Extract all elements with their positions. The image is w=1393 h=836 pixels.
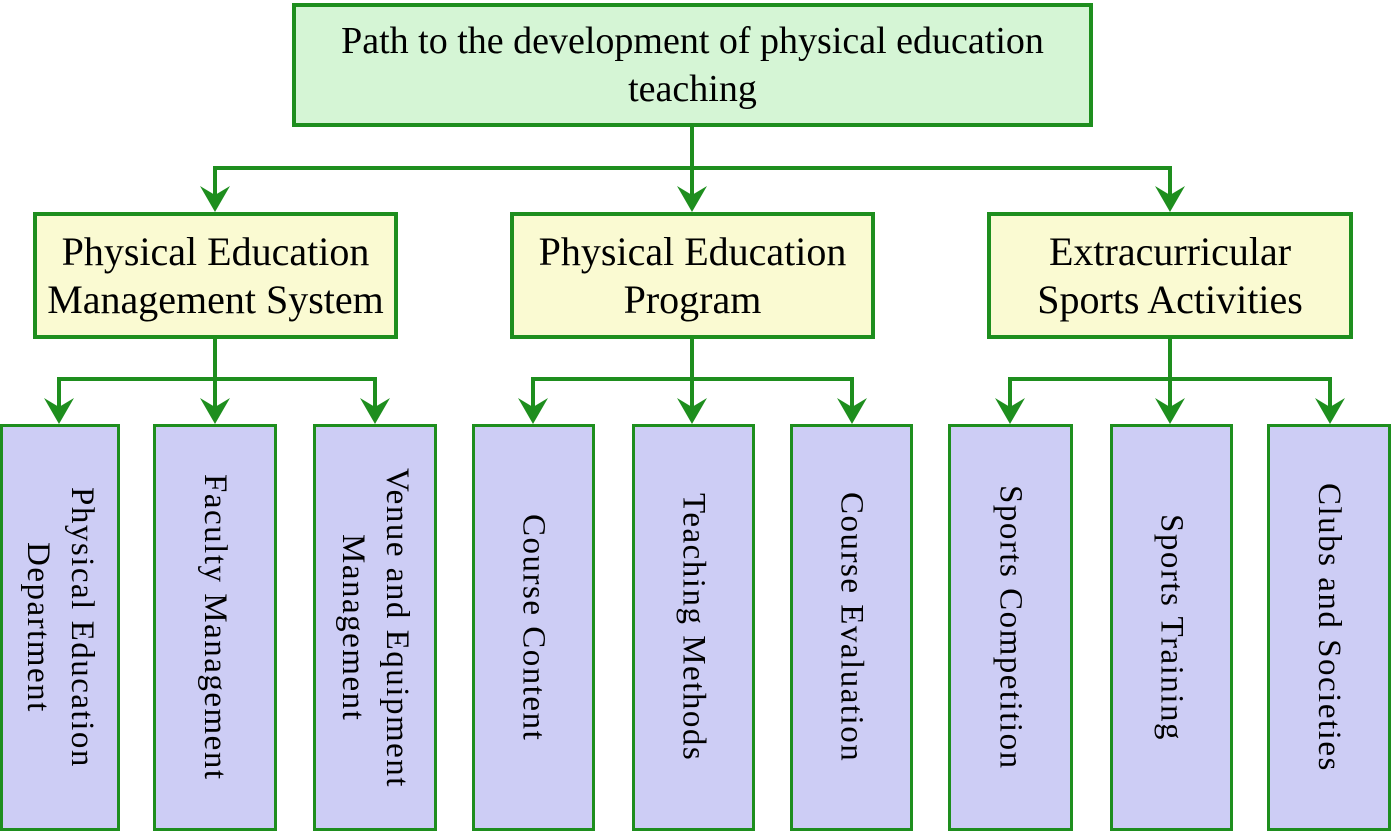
node-leaf-teaching-methods: Teaching Methods bbox=[632, 424, 755, 831]
node-branch-pe-program: Physical Education Program bbox=[510, 212, 875, 339]
node-root: Path to the development of physical educ… bbox=[292, 3, 1093, 127]
node-leaf-course-content: Course Content bbox=[472, 424, 595, 831]
node-leaf-sports-training: Sports Training bbox=[1110, 424, 1233, 831]
node-leaf-course-evaluation: Course Evaluation bbox=[790, 424, 913, 831]
node-leaf-faculty-management: Faculty Management bbox=[153, 424, 277, 831]
node-branch-pe-management-system: Physical Education Management System bbox=[33, 212, 398, 339]
node-leaf-pe-department: Physical Education Department bbox=[0, 424, 120, 831]
node-leaf-sports-competition: Sports Competition bbox=[948, 424, 1073, 831]
node-leaf-clubs-societies: Clubs and Societies bbox=[1267, 424, 1391, 831]
node-branch-extracurricular-sports: Extracurricular Sports Activities bbox=[987, 212, 1353, 339]
node-leaf-venue-equipment-management: Venue and Equipment Management bbox=[313, 424, 437, 831]
